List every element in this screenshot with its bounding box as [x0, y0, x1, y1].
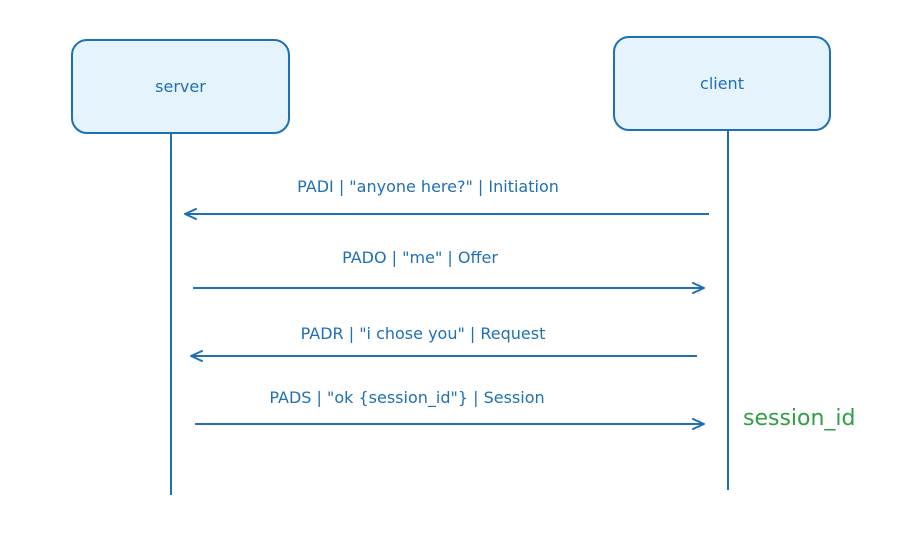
message-label-pads: PADS | "ok {session_id"} | Session — [269, 388, 545, 407]
session-id-note: session_id — [743, 406, 856, 431]
actor-server: server — [71, 39, 290, 134]
actor-server-label: server — [155, 77, 206, 96]
message-label-padr: PADR | "i chose you" | Request — [300, 324, 546, 343]
actor-client-label: client — [700, 74, 744, 93]
message-label-pado: PADO | "me" | Offer — [342, 248, 498, 267]
message-label-padi: PADI | "anyone here?" | Initiation — [297, 177, 559, 196]
actor-client: client — [613, 36, 831, 131]
